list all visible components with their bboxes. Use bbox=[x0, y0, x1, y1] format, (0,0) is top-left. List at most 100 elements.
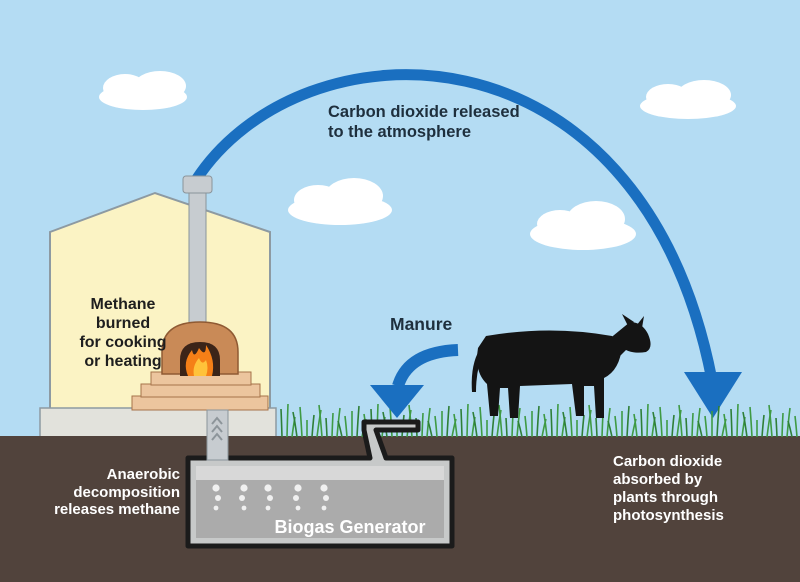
cloud-left bbox=[99, 71, 187, 110]
grass-blade bbox=[781, 412, 784, 438]
grass-blade bbox=[640, 408, 643, 438]
grass-blade bbox=[496, 409, 502, 438]
grass-blade bbox=[536, 405, 540, 438]
grass-blade bbox=[671, 414, 675, 438]
grass-blade bbox=[716, 405, 720, 438]
grass-blade bbox=[325, 417, 328, 438]
grass-blade bbox=[460, 408, 463, 438]
grass-blade bbox=[678, 404, 683, 438]
grass-blade bbox=[299, 406, 303, 438]
gas-flow-chevrons bbox=[211, 416, 223, 441]
methane-bubble bbox=[241, 505, 247, 511]
grass-blade bbox=[626, 405, 630, 438]
grass-blade bbox=[676, 409, 682, 438]
methane-bubble bbox=[212, 484, 220, 492]
grass-blade bbox=[498, 404, 503, 438]
methane-bubble bbox=[215, 495, 221, 501]
methane-bubbles bbox=[212, 484, 329, 511]
grass-blade bbox=[749, 406, 753, 438]
methane-bubble bbox=[320, 484, 328, 492]
methane-bubble bbox=[293, 495, 299, 501]
oven-brick-base bbox=[131, 371, 269, 411]
grass-blade bbox=[794, 415, 798, 438]
co2-cycle-arrowhead bbox=[684, 372, 742, 418]
methane-bubble bbox=[265, 505, 271, 511]
cloud-right bbox=[640, 80, 736, 119]
methane-bubble bbox=[213, 505, 219, 511]
grass-blade bbox=[588, 404, 593, 438]
methane-burned-label: Methane burned for cooking or heating bbox=[79, 296, 167, 370]
grass-blade bbox=[562, 411, 568, 438]
grass-blade bbox=[736, 403, 739, 438]
biogas-generator-label: Biogas Generator bbox=[274, 517, 426, 537]
cloud-middle bbox=[288, 178, 392, 225]
grass-blade bbox=[472, 411, 478, 438]
grass-blade bbox=[446, 405, 450, 438]
grass-blade bbox=[766, 409, 772, 438]
grass-blade bbox=[421, 412, 424, 438]
grass-blade bbox=[697, 420, 703, 438]
grass-blade bbox=[337, 420, 343, 438]
grass-blade bbox=[607, 420, 613, 438]
methane-bubble bbox=[323, 495, 329, 501]
methane-bubble bbox=[295, 505, 301, 511]
grass-blade bbox=[556, 403, 559, 438]
grass-blade bbox=[524, 415, 528, 438]
grass-blade bbox=[633, 413, 638, 438]
grass-blade bbox=[316, 409, 322, 438]
co2-absorbed-label: Carbon dioxide absorbed by plants throug… bbox=[613, 453, 724, 524]
grass-blade bbox=[704, 415, 708, 438]
cow-icon bbox=[471, 314, 651, 418]
grass-blade bbox=[646, 403, 649, 438]
grass-blade bbox=[691, 412, 694, 438]
grass-blade bbox=[280, 408, 283, 438]
anaerobic-decomposition-label: Anaerobic decomposition releases methane bbox=[54, 466, 180, 519]
co2-released-label: Carbon dioxide released to the atmospher… bbox=[328, 103, 520, 141]
grass-blade bbox=[491, 414, 495, 438]
methane-bubble bbox=[239, 495, 245, 501]
grass-blade bbox=[517, 420, 523, 438]
grass-blade bbox=[550, 408, 553, 438]
chimney-cap bbox=[182, 175, 213, 194]
manure-arrow bbox=[392, 344, 459, 389]
grass-blade bbox=[652, 411, 658, 438]
grass-blade bbox=[569, 406, 573, 438]
generator-top-band bbox=[196, 466, 444, 480]
grass-blade bbox=[286, 403, 289, 438]
methane-bubble bbox=[321, 505, 327, 511]
grass-blade bbox=[723, 413, 728, 438]
grass-blade bbox=[479, 406, 483, 438]
house-foundation bbox=[39, 407, 277, 438]
grass-blade bbox=[595, 417, 598, 438]
grass-blade bbox=[543, 413, 548, 438]
grass-blade bbox=[505, 417, 508, 438]
grass-blade bbox=[408, 404, 413, 438]
cloud-far-right bbox=[530, 201, 636, 250]
flame-inner bbox=[193, 358, 208, 376]
grass-blade bbox=[768, 404, 773, 438]
grass-blade bbox=[434, 415, 438, 438]
grass-blade bbox=[761, 414, 765, 438]
methane-bubble bbox=[267, 495, 273, 501]
grass-blade bbox=[775, 417, 778, 438]
grass-blade bbox=[787, 420, 793, 438]
methane-bubble bbox=[264, 484, 272, 492]
grass-blade bbox=[427, 420, 433, 438]
grass-blade bbox=[453, 413, 458, 438]
grass-blade bbox=[581, 414, 585, 438]
grass-blade bbox=[730, 408, 733, 438]
grass-blade bbox=[586, 409, 592, 438]
grass-blade bbox=[292, 411, 298, 438]
grass-blade bbox=[331, 412, 334, 438]
grass-blade bbox=[685, 417, 688, 438]
grass-blade bbox=[356, 405, 360, 438]
methane-bubble bbox=[294, 484, 302, 492]
grass-blade bbox=[742, 411, 748, 438]
manure-label: Manure bbox=[390, 314, 453, 334]
methane-bubble bbox=[240, 484, 248, 492]
grass-blade bbox=[311, 414, 315, 438]
grass-blade bbox=[318, 404, 323, 438]
grass-blade bbox=[659, 406, 663, 438]
